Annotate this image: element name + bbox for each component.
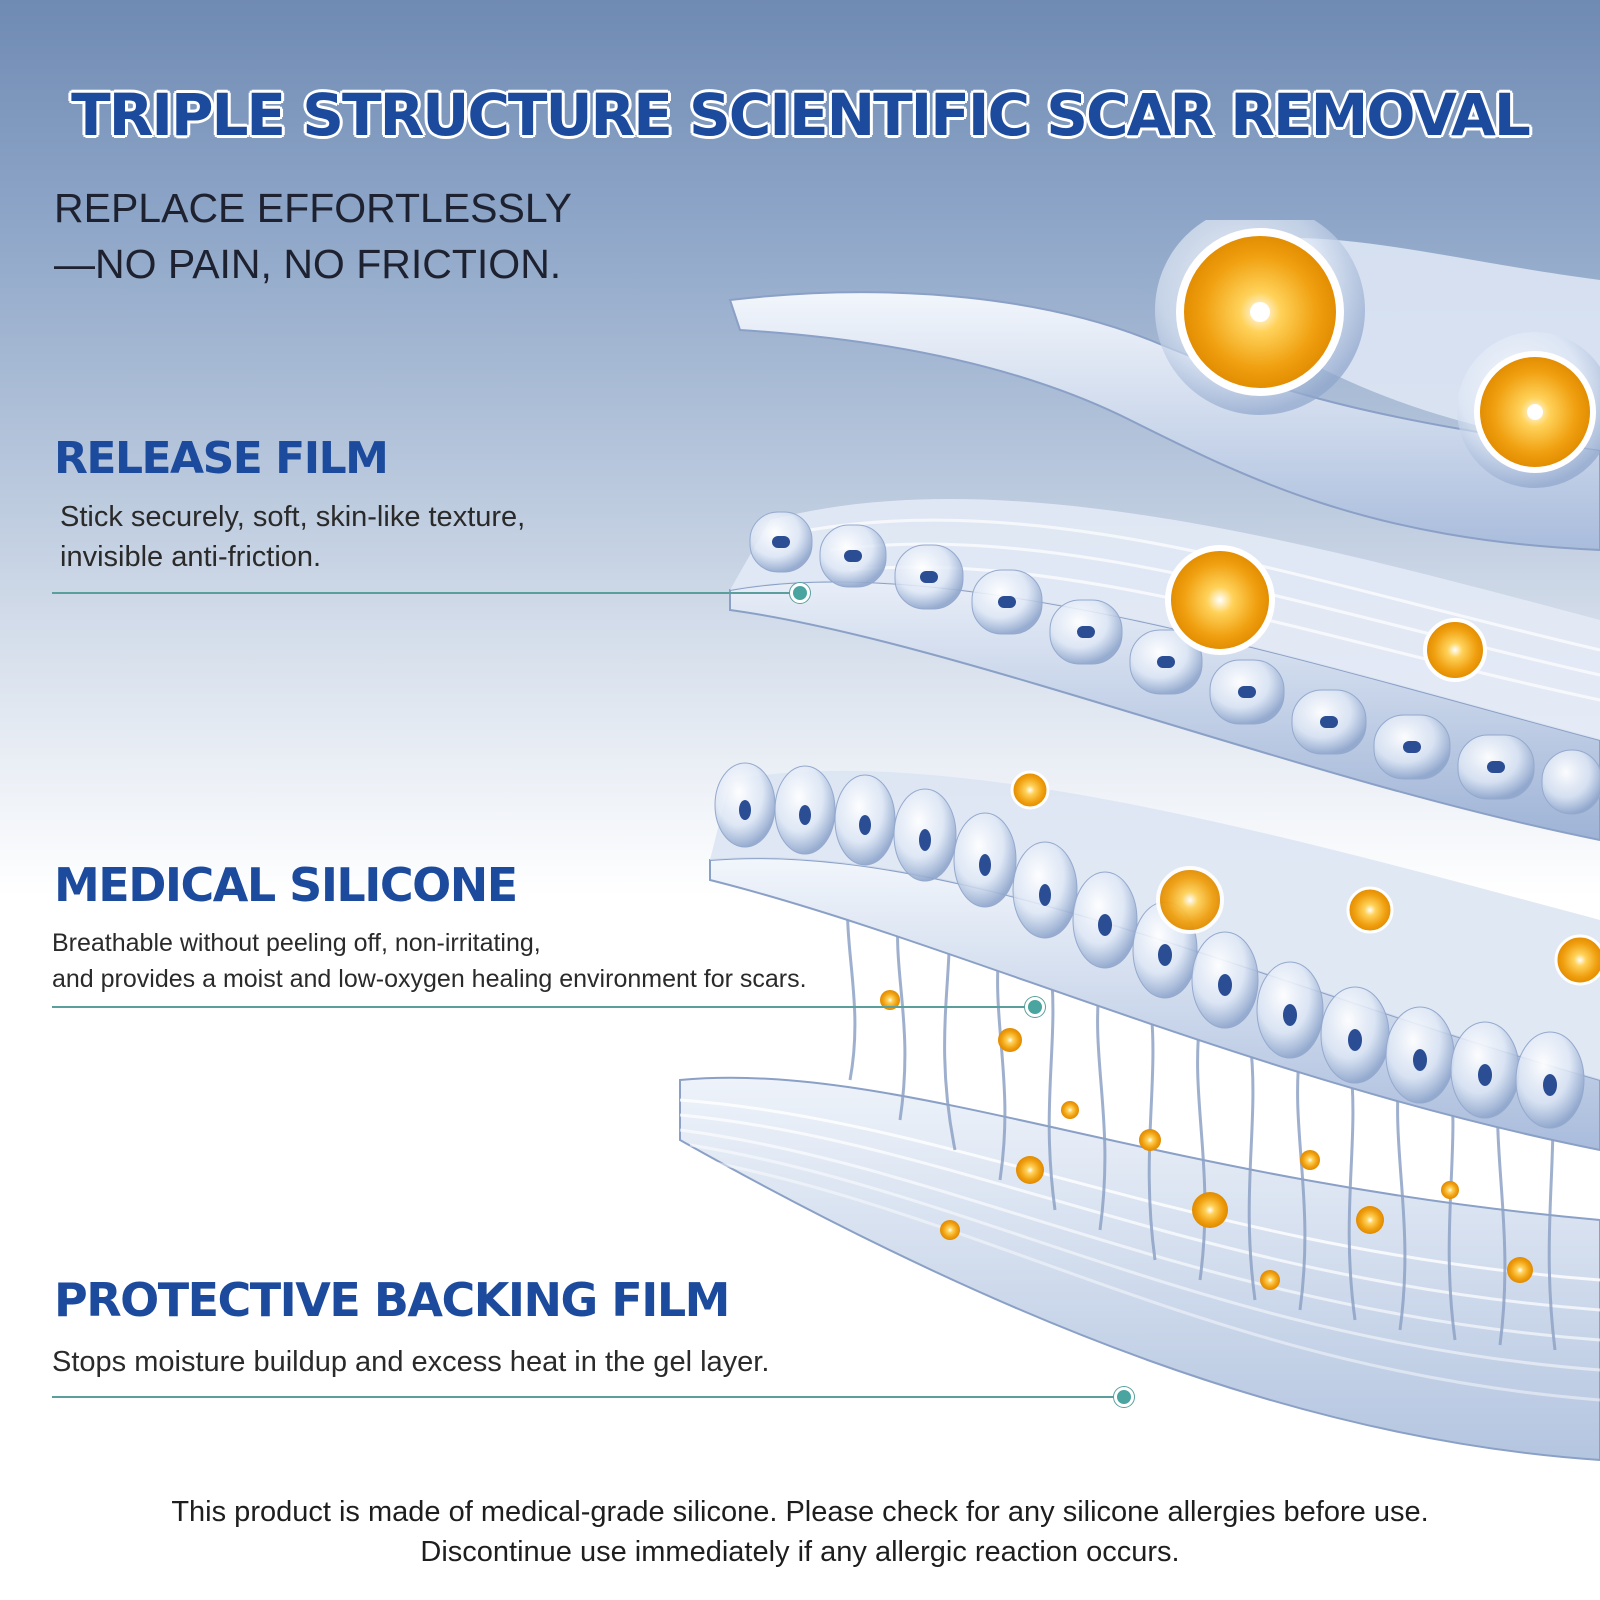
tagline-line-2: —NO PAIN, NO FRICTION.	[54, 241, 562, 287]
page-headline: TRIPLE STRUCTURE SCIENTIFIC SCAR REMOVAL	[71, 80, 1531, 149]
feature-desc-release-film: Stick securely, soft, skin-like texture,…	[60, 497, 525, 577]
leader-line-protective-backing-film	[52, 1396, 1122, 1398]
feature-desc-protective-backing-film: Stops moisture buildup and excess heat i…	[52, 1342, 769, 1382]
disclaimer: This product is made of medical-grade si…	[0, 1492, 1600, 1572]
top-film-layer	[728, 220, 1600, 552]
gel-orbs-small	[880, 990, 1533, 1290]
feature-title-medical-silicone: MEDICAL SILICONE	[54, 858, 518, 912]
feature-desc-line: and provides a moist and low-oxygen heal…	[52, 965, 807, 993]
leader-line-medical-silicone	[52, 1006, 1030, 1008]
leader-line-release-film	[52, 592, 792, 594]
disclaimer-line-1: This product is made of medical-grade si…	[171, 1496, 1429, 1528]
feature-title-release-film: RELEASE FILM	[54, 433, 389, 484]
feature-desc-line: Breathable without peeling off, non-irri…	[52, 929, 541, 957]
feature-title-protective-backing-film: PROTECTIVE BACKING FILM	[54, 1273, 730, 1327]
tagline-line-1: REPLACE EFFORTLESSLY	[54, 185, 572, 231]
feature-desc-line: Stick securely, soft, skin-like texture,	[60, 501, 526, 533]
feature-desc-line: invisible anti-friction.	[60, 541, 322, 573]
feature-desc-medical-silicone: Breathable without peeling off, non-irri…	[52, 925, 807, 997]
backing-film-layer	[679, 1076, 1600, 1462]
leader-dot-protective-backing-film	[1114, 1387, 1134, 1407]
tagline: REPLACE EFFORTLESSLY —NO PAIN, NO FRICTI…	[54, 180, 572, 292]
medical-silicone-layer	[709, 762, 1600, 1152]
layer-structure-illustration	[679, 220, 1600, 1462]
release-film-layer	[729, 499, 1600, 842]
leader-dot-medical-silicone	[1025, 997, 1045, 1017]
disclaimer-line-2: Discontinue use immediately if any aller…	[420, 1536, 1180, 1568]
leader-dot-release-film	[790, 583, 810, 603]
feature-desc-line: Stops moisture buildup and excess heat i…	[52, 1346, 770, 1378]
